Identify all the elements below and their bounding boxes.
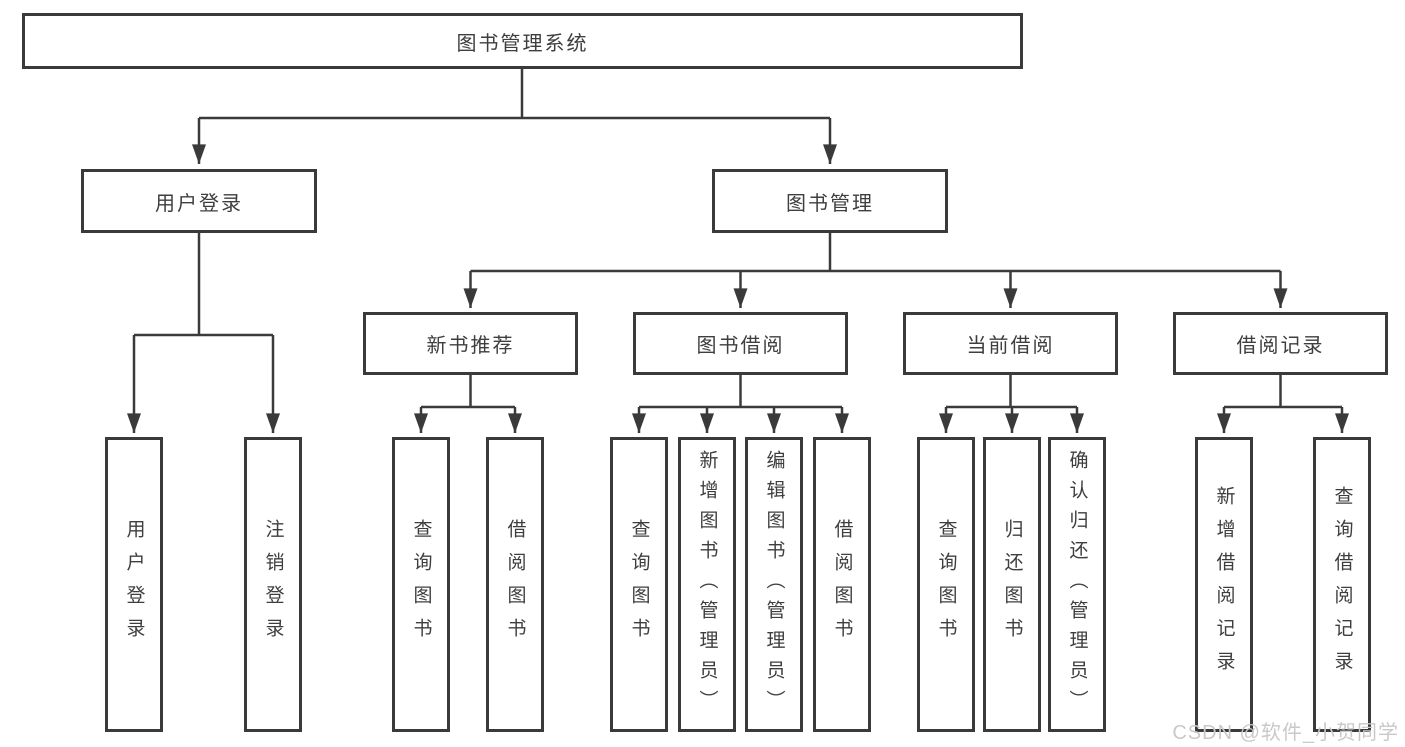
leaf-borrow-books-recommend: 借阅图书 xyxy=(486,437,544,732)
leaf-borrow-books-borrowing: 借阅图书 xyxy=(813,437,871,732)
leaf-add-borrow-record: 新增借阅记录 xyxy=(1195,437,1253,732)
leaf-edit-books-admin: 编辑图书（管理员） xyxy=(745,437,803,732)
node-new-book-recommend: 新书推荐 xyxy=(363,312,578,375)
node-library-system: 图书管理系统 xyxy=(22,13,1023,69)
leaf-query-borrow-record: 查询借阅记录 xyxy=(1313,437,1371,732)
leaf-query-books-borrowing: 查询图书 xyxy=(610,437,668,732)
node-borrowing-records: 借阅记录 xyxy=(1173,312,1388,375)
csdn-watermark: CSDN @软件_小贺同学 xyxy=(1172,722,1399,744)
leaf-return-books: 归还图书 xyxy=(983,437,1041,732)
leaf-add-books-admin: 新增图书（管理员） xyxy=(678,437,736,732)
leaf-user-login: 用户登录 xyxy=(105,437,163,732)
node-current-borrowing: 当前借阅 xyxy=(903,312,1118,375)
node-book-management: 图书管理 xyxy=(712,169,948,233)
node-user-login: 用户登录 xyxy=(81,169,317,233)
leaf-query-books-current: 查询图书 xyxy=(917,437,975,732)
node-book-borrowing: 图书借阅 xyxy=(633,312,848,375)
leaf-logout: 注销登录 xyxy=(244,437,302,732)
leaf-confirm-return-admin: 确认归还（管理员） xyxy=(1048,437,1106,732)
leaf-query-books-recommend: 查询图书 xyxy=(392,437,450,732)
